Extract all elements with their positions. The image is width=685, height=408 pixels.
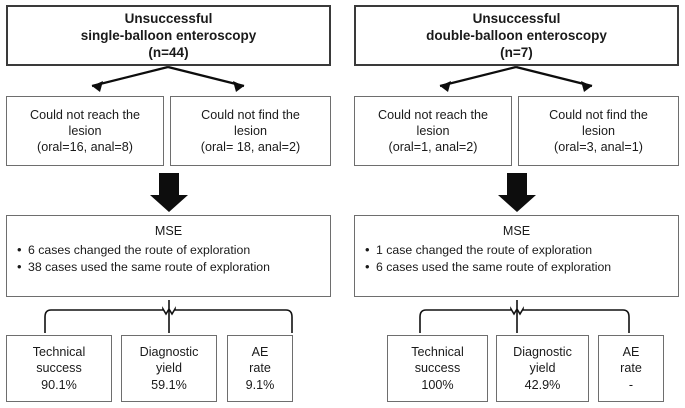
mse-bullet-list: 6 cases changed the route of exploration… bbox=[7, 242, 270, 276]
mse-title: MSE bbox=[154, 224, 183, 238]
reason-box-could-not-find: Could not find the lesion (oral= 18, ana… bbox=[170, 96, 331, 166]
outcome-label-line-1: AE bbox=[622, 345, 640, 360]
mse-bullet: 38 cases used the same route of explorat… bbox=[17, 259, 270, 276]
reason-line-2: lesion bbox=[68, 123, 102, 138]
outcome-box-diagnostic-yield: Diagnostic yield 59.1% bbox=[121, 335, 217, 402]
outcome-box-ae-rate: AE rate 9.1% bbox=[227, 335, 293, 402]
outcome-label-line-1: AE bbox=[251, 345, 269, 360]
outcome-value: 90.1% bbox=[41, 377, 77, 392]
outcome-value: 59.1% bbox=[151, 377, 187, 392]
outcome-label-line-2: yield bbox=[156, 361, 182, 376]
reason-box-could-not-reach: Could not reach the lesion (oral=16, ana… bbox=[6, 96, 164, 166]
header-line-1: Unsuccessful bbox=[124, 10, 213, 26]
header-count: (n=44) bbox=[148, 45, 189, 61]
outcome-box-diagnostic-yield: Diagnostic yield 42.9% bbox=[496, 335, 589, 402]
reason-counts: (oral=1, anal=2) bbox=[388, 140, 478, 155]
outcome-label-line-2: rate bbox=[249, 361, 271, 376]
header-box: Unsuccessful single-balloon enteroscopy … bbox=[6, 5, 331, 66]
panel-double-balloon: Unsuccessful double-balloon enteroscopy … bbox=[348, 0, 685, 408]
outcome-box-technical-success: Technical success 100% bbox=[387, 335, 488, 402]
outcome-label-line-1: Technical bbox=[411, 345, 464, 360]
reason-line-2: lesion bbox=[416, 123, 450, 138]
header-count: (n=7) bbox=[500, 45, 533, 61]
mse-box: MSE 1 case changed the route of explorat… bbox=[354, 215, 679, 297]
outcome-label-line-2: rate bbox=[620, 361, 642, 376]
header-line-1: Unsuccessful bbox=[472, 10, 561, 26]
reason-counts: (oral=3, anal=1) bbox=[554, 140, 643, 155]
reason-counts: (oral=16, anal=8) bbox=[37, 140, 133, 155]
mse-bullet: 1 case changed the route of exploration bbox=[365, 242, 611, 259]
outcome-value: 100% bbox=[421, 377, 454, 392]
reason-box-could-not-reach: Could not reach the lesion (oral=1, anal… bbox=[354, 96, 512, 166]
outcome-label-line-2: yield bbox=[529, 361, 556, 376]
reason-line-1: Could not find the bbox=[549, 107, 648, 122]
reason-line-1: Could not reach the bbox=[378, 107, 488, 122]
outcome-value: - bbox=[628, 377, 634, 392]
outcome-label-line-1: Diagnostic bbox=[139, 345, 199, 360]
outcome-value: 9.1% bbox=[245, 377, 275, 392]
outcome-label-line-1: Technical bbox=[32, 345, 86, 360]
outcome-box-ae-rate: AE rate - bbox=[598, 335, 664, 402]
header-box: Unsuccessful double-balloon enteroscopy … bbox=[354, 5, 679, 66]
panel-single-balloon: Unsuccessful single-balloon enteroscopy … bbox=[0, 0, 337, 408]
mse-title: MSE bbox=[502, 224, 531, 238]
mse-bullet: 6 cases changed the route of exploration bbox=[17, 242, 270, 259]
mse-bullet-list: 1 case changed the route of exploration … bbox=[355, 242, 611, 276]
reason-line-1: Could not find the bbox=[201, 107, 300, 122]
reason-line-2: lesion bbox=[582, 123, 615, 138]
outcome-box-technical-success: Technical success 90.1% bbox=[6, 335, 112, 402]
reason-line-1: Could not reach the bbox=[30, 107, 140, 122]
mse-bullet: 6 cases used the same route of explorati… bbox=[365, 259, 611, 276]
reason-counts: (oral= 18, anal=2) bbox=[200, 140, 301, 155]
mse-box: MSE 6 cases changed the route of explora… bbox=[6, 215, 331, 297]
outcome-label-line-2: success bbox=[414, 361, 461, 376]
outcome-label-line-1: Diagnostic bbox=[513, 345, 572, 360]
header-line-2: single-balloon enteroscopy bbox=[80, 27, 257, 43]
outcome-value: 42.9% bbox=[524, 377, 561, 392]
reason-line-2: lesion bbox=[234, 123, 267, 138]
outcome-label-line-2: success bbox=[36, 361, 82, 376]
reason-box-could-not-find: Could not find the lesion (oral=3, anal=… bbox=[518, 96, 679, 166]
header-line-2: double-balloon enteroscopy bbox=[426, 27, 607, 43]
